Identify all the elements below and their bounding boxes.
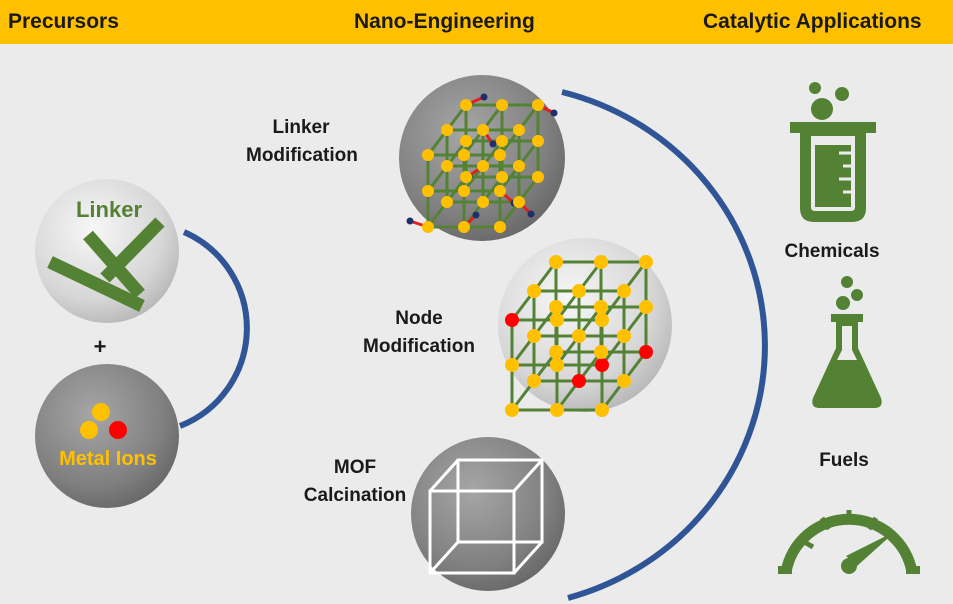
metal-node [494,221,506,233]
empty-cube-icon [428,458,544,575]
metal-node [527,374,541,388]
metal-node [595,403,609,417]
node-modification-line1: Node [395,308,443,329]
metal-node [513,196,525,208]
linker-sphere [35,179,179,323]
gauge-icon [778,510,920,574]
metal-node [460,99,472,111]
metal-node [513,160,525,172]
metal-node [527,284,541,298]
metal-node [505,358,519,372]
node-modification-sphere [498,238,672,417]
metal-node [532,99,544,111]
functional-group [406,217,414,225]
metal-node [513,124,525,136]
metal-ions-sphere [35,364,179,508]
metal-node [550,358,564,372]
header-bar: Precursors Nano-Engineering Catalytic Ap… [0,0,953,44]
metal-node [477,160,489,172]
metal-node [617,329,631,343]
functional-group [527,210,535,218]
metal-ion-yellow-dot [80,421,98,439]
metal-node [549,255,563,269]
metal-node [595,313,609,327]
metal-node [549,345,563,359]
metal-node [496,171,508,183]
metal-ion-yellow-dot [92,403,110,421]
metal-node [477,124,489,136]
linker-label: Linker [76,197,142,222]
metal-node [550,313,564,327]
modified-node [639,345,653,359]
metal-node [494,185,506,197]
functional-group [480,93,488,101]
linker-sticks-icon [47,217,165,312]
metal-node [639,255,653,269]
metal-node [550,403,564,417]
metal-node [549,300,563,314]
metal-node [441,196,453,208]
fuels-label: Fuels [819,450,869,471]
metal-node [441,160,453,172]
linker-modification-sphere [399,75,565,241]
nano-engineering-bracket [561,89,768,601]
linker-modified-lattice [406,93,558,233]
metal-node [639,300,653,314]
metal-node [458,221,470,233]
metal-node [458,149,470,161]
metal-node [422,221,434,233]
functional-group [489,140,497,148]
metal-node [532,135,544,147]
chemicals-label: Chemicals [784,241,879,262]
metal-ions-label: Metal Ions [59,448,157,470]
metal-node [458,185,470,197]
precursors-bracket [178,229,250,429]
mof-calcination-line2: Calcination [303,485,407,506]
linker-modification-label: Linker Modification [246,114,358,170]
metal-node [594,255,608,269]
metal-node [422,185,434,197]
metal-node [460,171,472,183]
node-modified-lattice [505,255,653,417]
metal-node [460,135,472,147]
modified-node [595,358,609,372]
linker-modification-line1: Linker [272,117,330,138]
modified-node [505,313,519,327]
metal-node [441,124,453,136]
metal-node [572,329,586,343]
functional-group [550,109,558,117]
mof-calcination-line1: MOF [333,457,377,478]
metal-node [477,196,489,208]
metal-node [572,284,586,298]
mof-calcination-label: MOF Calcination [296,454,414,510]
metal-node [617,374,631,388]
precursors-heading: Precursors [8,10,119,33]
mof-calcination-sphere [411,437,565,591]
metal-node [594,345,608,359]
node-modification-line2: Modification [363,336,475,357]
metal-node [494,149,506,161]
metal-node [496,99,508,111]
metal-node [527,329,541,343]
linker-modification-line2: Modification [246,145,358,166]
flask-icon [812,276,882,408]
modified-node [572,374,586,388]
metal-node [594,300,608,314]
plus-sign: + [94,334,107,359]
node-modification-label: Node Modification [350,305,488,361]
catalytic-applications-heading: Catalytic Applications [703,10,922,33]
metal-ion-red-dot [109,421,127,439]
metal-node [496,135,508,147]
metal-node [617,284,631,298]
metal-node [422,149,434,161]
metal-node [532,171,544,183]
beaker-icon [790,82,876,222]
metal-node [505,403,519,417]
nano-engineering-heading: Nano-Engineering [354,10,535,33]
functional-group [472,211,480,219]
